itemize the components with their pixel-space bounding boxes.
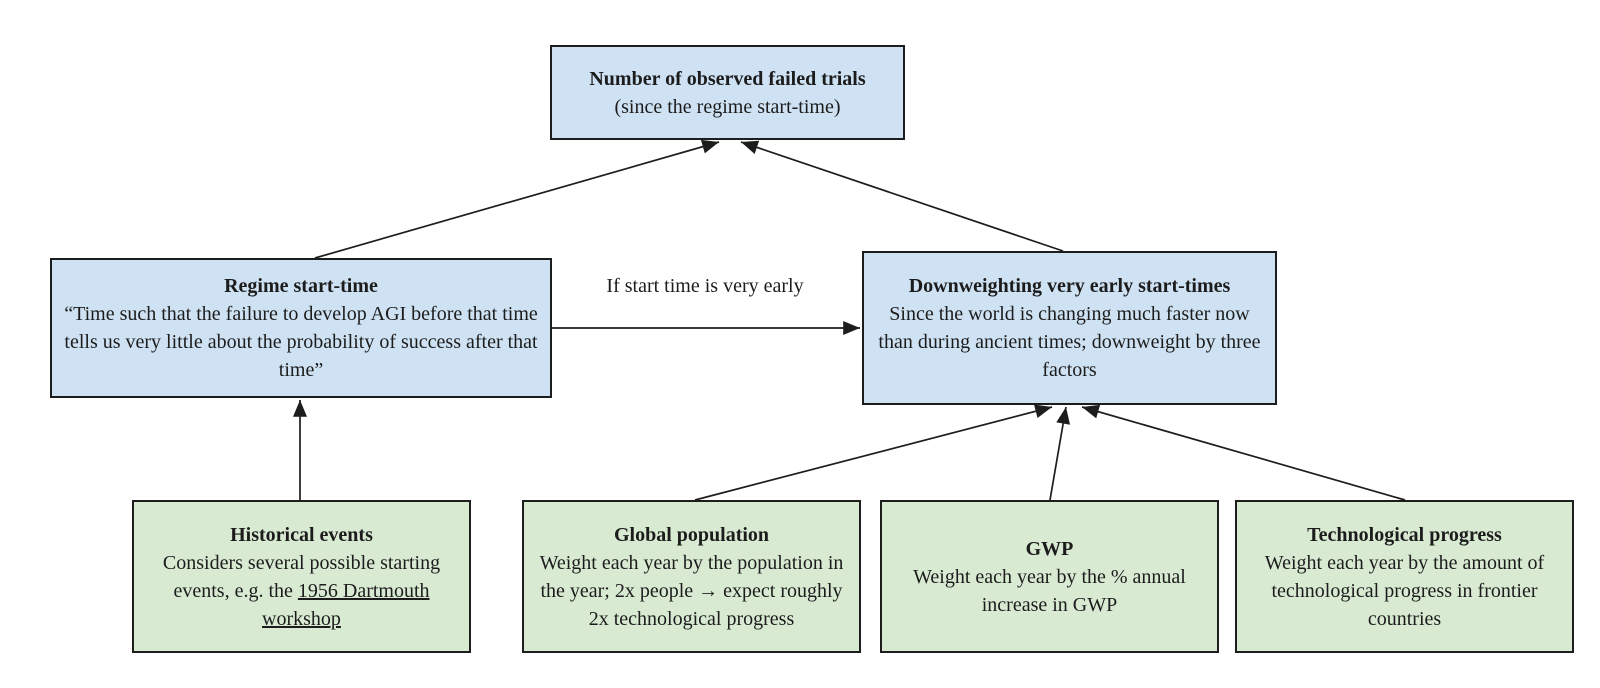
edge-label-if-start-time-early: If start time is very early	[606, 275, 804, 297]
node-title: Downweighting very early start-times	[908, 275, 1231, 297]
node-downweighting-early-start-times: Downweighting very early start-times Sin…	[862, 251, 1277, 405]
arrow-gwp-to-downweight	[1049, 406, 1071, 501]
arrow-downweight-to-trials	[740, 140, 1064, 252]
node-body: Weight each year by the amount of techno…	[1264, 551, 1545, 630]
dartmouth-workshop-link[interactable]: 1956 Dartmouth workshop	[262, 579, 430, 630]
node-title: Historical events	[230, 523, 373, 546]
node-title: Number of observed failed trials	[589, 67, 866, 90]
arrow-population-to-downweight	[694, 404, 1053, 501]
node-body: Since the world is changing much faster …	[878, 303, 1261, 381]
node-gwp: GWP Weight each year by the % annual inc…	[880, 500, 1219, 653]
node-body: Weight each year by the % annual increas…	[913, 565, 1186, 616]
node-regime-start-time: Regime start-time “Time such that the fa…	[50, 258, 552, 398]
node-title: Technological progress	[1307, 523, 1502, 546]
node-global-population: Global population Weight each year by th…	[522, 500, 861, 653]
node-body: Considers several possible starting even…	[144, 549, 459, 633]
node-body: Weight each year by the population in th…	[539, 551, 844, 630]
node-subtitle: (since the regime start-time)	[614, 95, 841, 118]
node-title: GWP	[1025, 537, 1074, 560]
arrow-tech-to-downweight	[1081, 404, 1406, 501]
node-body: “Time such that the failure to develop A…	[64, 303, 538, 381]
body-text: Considers several possible starting even…	[162, 551, 441, 602]
node-technological-progress: Technological progress Weight each year …	[1235, 500, 1574, 653]
node-title: Global population	[613, 523, 770, 546]
node-observed-failed-trials: Number of observed failed trials (since …	[550, 45, 905, 140]
node-title: Regime start-time	[224, 275, 378, 297]
node-historical-events: Historical events Considers several poss…	[132, 500, 471, 653]
arrow-regime-to-trials	[314, 139, 720, 259]
